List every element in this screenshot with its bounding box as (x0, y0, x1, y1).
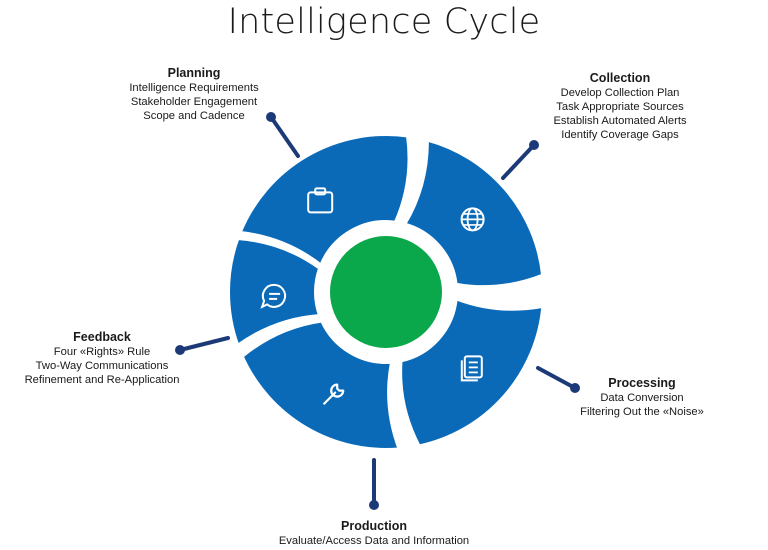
stage-detail: Task Appropriate Sources (556, 101, 684, 113)
stage-detail: Evaluate/Access Data and Information (278, 535, 470, 547)
stage-heading: Planning (167, 66, 221, 80)
stage-heading: Production (341, 519, 407, 533)
segment-planning (237, 132, 412, 268)
stage-heading: Collection (589, 71, 651, 85)
wrench-icon (323, 383, 345, 405)
stage-detail: Identify Coverage Gaps (561, 129, 679, 141)
connector-line-processing (536, 366, 577, 390)
stage-detail: Filtering Out the «Noise» (580, 406, 704, 418)
stage-heading: Processing (608, 376, 676, 390)
connector-dot-planning (266, 112, 276, 122)
stage-label-processing: Processing Data Conversion Filtering Out… (553, 376, 731, 419)
center-circle (330, 236, 442, 348)
stage-heading: Feedback (73, 330, 131, 344)
stage-detail: Intelligence Requirements (129, 82, 259, 94)
stage-label-planning: Planning Intelligence Requirements Stake… (96, 66, 292, 123)
connector-line-collection (501, 143, 536, 180)
stage-label-collection: Collection Develop Collection Plan Task … (522, 71, 718, 142)
stage-detail: Data Conversion (600, 392, 684, 404)
globe-icon (460, 207, 485, 232)
segment-production (239, 318, 402, 452)
stage-detail: Two-Way Communications (35, 360, 169, 372)
stage-detail: Refinement and Re-Application (24, 374, 180, 386)
chat-icon (260, 283, 287, 309)
connector-line-feedback (178, 336, 230, 352)
page-title: Intelligence Cycle (227, 2, 541, 42)
stage-label-production: Production Evaluate/Access Data and Info… (254, 519, 494, 548)
segment-feedback (226, 235, 323, 349)
connector-dot-processing (570, 383, 580, 393)
stage-detail: Establish Automated Alerts (553, 115, 687, 127)
connector-dot-collection (529, 140, 539, 150)
stage-detail: Scope and Cadence (143, 110, 245, 122)
stage-label-feedback: Feedback Four «Rights» Rule Two-Way Comm… (4, 330, 200, 387)
clipboard-icon (307, 187, 334, 214)
document-icon (460, 355, 483, 382)
connector-dot-feedback (175, 345, 185, 355)
stage-detail: Develop Collection Plan (560, 87, 680, 99)
connector-line-planning (269, 115, 300, 158)
connector-dot-production (369, 500, 379, 510)
stage-detail: Four «Rights» Rule (53, 346, 151, 358)
stage-detail: Stakeholder Engagement (130, 96, 258, 108)
